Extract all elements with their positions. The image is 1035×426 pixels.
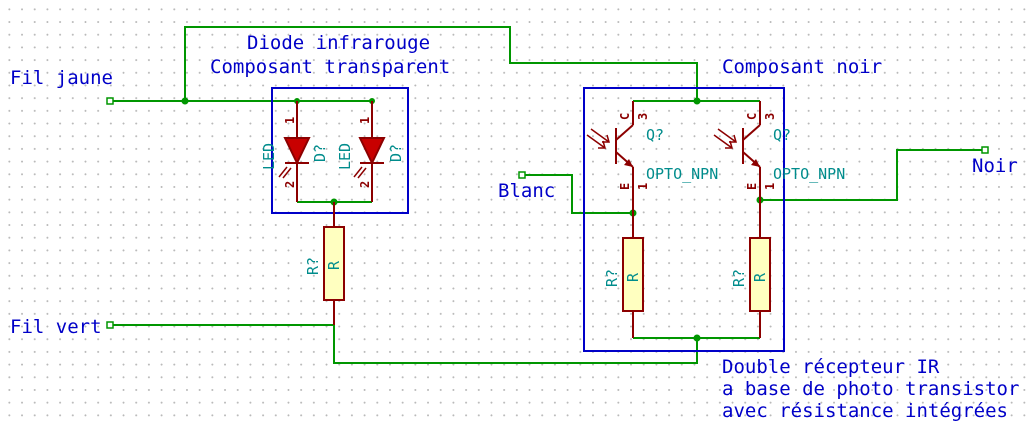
label-fil-vert: Fil vert	[10, 316, 102, 338]
led-1[interactable]	[278, 101, 311, 202]
wire-jaune-to-collectors[interactable]	[184, 26, 698, 101]
phototransistor-1[interactable]	[586, 101, 634, 213]
label-diode-title-2: Composant transparent	[210, 56, 450, 78]
junction-dot	[693, 334, 701, 342]
label-noir: Noir	[972, 155, 1018, 177]
label-recepteur-1: Double récepteur IR	[722, 356, 940, 378]
led2-value: LED	[336, 143, 354, 170]
label-composant-noir: Composant noir	[722, 56, 882, 78]
phototransistor-2[interactable]	[713, 101, 761, 200]
label-recepteur-2: a base de photo transistor	[722, 378, 1019, 400]
q1-ref: Q?	[646, 126, 664, 144]
led2-pin1: 1	[358, 117, 372, 124]
q2-pin1: 1	[763, 183, 777, 190]
light-input-icon	[586, 128, 610, 149]
led1-value: LED	[260, 143, 278, 170]
receiver-box	[583, 87, 785, 352]
terminal-noir	[981, 146, 989, 154]
light-input-icon	[713, 128, 737, 149]
r3-value: R	[751, 272, 769, 282]
terminal-blanc	[518, 171, 526, 179]
label-fil-jaune: Fil jaune	[10, 67, 113, 89]
terminal-fil-jaune	[106, 97, 114, 105]
junctions	[106, 97, 989, 342]
led-2[interactable]	[353, 101, 386, 202]
led1-pin1: 1	[283, 117, 297, 124]
wire-blanc[interactable]	[522, 174, 633, 214]
q1-pin1: 1	[636, 183, 650, 190]
q1-pin-c: C	[618, 113, 632, 120]
label-blanc: Blanc	[498, 180, 555, 202]
led2-pin2: 2	[358, 181, 372, 188]
diode-box	[271, 87, 409, 214]
junction-dot	[181, 97, 189, 105]
led2-ref: D?	[387, 144, 405, 162]
resistor-1[interactable]	[323, 202, 345, 325]
q2-pin-c: C	[745, 113, 759, 120]
q2-value: OPTO_NPN	[773, 165, 845, 183]
q1-pin3: 3	[636, 113, 650, 120]
resistor-3[interactable]	[749, 200, 771, 338]
light-emission-icon	[278, 166, 292, 179]
q2-pin-e: E	[745, 183, 759, 190]
r2-ref: R?	[603, 269, 621, 287]
wires	[110, 26, 985, 364]
resistor-2[interactable]	[622, 213, 644, 338]
label-diode-title-1: Diode infrarouge	[247, 32, 430, 54]
wire-noir[interactable]	[760, 149, 985, 201]
terminal-fil-vert	[106, 321, 114, 329]
q1-value: OPTO_NPN	[646, 165, 718, 183]
r1-value: R	[325, 260, 343, 270]
q1-pin-e: E	[618, 183, 632, 190]
q2-ref: Q?	[773, 126, 791, 144]
label-recepteur-3: avec résistance intégrées	[722, 400, 1008, 422]
junction-dot	[693, 97, 701, 105]
r3-ref: R?	[730, 269, 748, 287]
led1-pin2: 2	[283, 181, 297, 188]
r1-ref: R?	[304, 257, 322, 275]
r2-value: R	[624, 272, 642, 282]
q2-pin3: 3	[763, 113, 777, 120]
light-emission-icon	[353, 166, 367, 179]
led1-ref: D?	[311, 144, 329, 162]
wire-vert-to-receiver[interactable]	[333, 325, 698, 364]
